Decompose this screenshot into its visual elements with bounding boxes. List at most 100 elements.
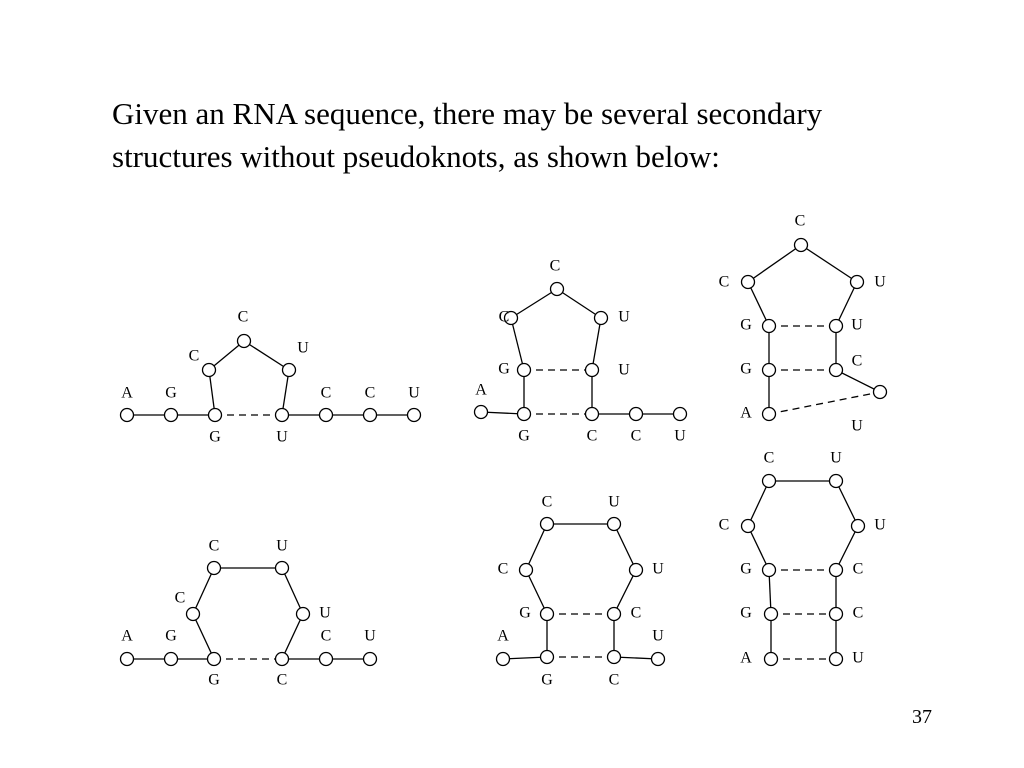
nucleotide-node — [516, 362, 532, 378]
nucleotide-label: C — [853, 605, 864, 622]
backbone-bond — [480, 411, 525, 415]
nucleotide-node — [740, 518, 756, 534]
nucleotide-node — [518, 562, 534, 578]
nucleotide-label: C — [498, 561, 509, 578]
nucleotide-label: C — [631, 428, 642, 445]
nucleotide-node — [362, 651, 378, 667]
nucleotide-node — [274, 407, 290, 423]
backbone-bond — [243, 340, 290, 371]
nucleotide-node — [740, 274, 756, 290]
nucleotide-node — [274, 651, 290, 667]
nucleotide-label: C — [209, 538, 220, 555]
nucleotide-node — [606, 516, 622, 532]
nucleotide-node — [606, 606, 622, 622]
nucleotide-label: U — [652, 561, 664, 578]
nucleotide-label: U — [852, 650, 864, 667]
backbone-bond — [556, 288, 602, 319]
backbone-bond — [747, 281, 770, 327]
nucleotide-node — [406, 407, 422, 423]
nucleotide-label: U — [276, 538, 288, 555]
nucleotide-node — [828, 651, 844, 667]
nucleotide-label: A — [121, 628, 133, 645]
backbone-bond — [613, 656, 659, 660]
nucleotide-label: C — [852, 353, 863, 370]
backbone-bond — [768, 569, 772, 615]
backbone-bond — [747, 480, 770, 527]
nucleotide-label: U — [618, 362, 630, 379]
nucleotide-label: C — [499, 309, 510, 326]
backbone-bond — [281, 613, 304, 660]
nucleotide-label: G — [165, 385, 177, 402]
nucleotide-node — [295, 606, 311, 622]
slide-body-text: Given an RNA sequence, there may be seve… — [112, 92, 932, 178]
nucleotide-node — [650, 651, 666, 667]
nucleotide-node — [539, 649, 555, 665]
nucleotide-label: U — [276, 429, 288, 446]
nucleotide-node — [793, 237, 809, 253]
nucleotide-label: G — [740, 317, 752, 334]
nucleotide-node — [849, 274, 865, 290]
nucleotide-node — [761, 473, 777, 489]
nucleotide-label: C — [795, 213, 806, 230]
nucleotide-node — [584, 406, 600, 422]
nucleotide-label: G — [740, 561, 752, 578]
nucleotide-label: U — [319, 605, 331, 622]
backbone-bond — [208, 340, 245, 371]
nucleotide-node — [495, 651, 511, 667]
nucleotide-label: C — [238, 309, 249, 326]
base-pair-bond — [768, 391, 881, 415]
nucleotide-node — [761, 362, 777, 378]
nucleotide-label: G — [209, 429, 221, 446]
nucleotide-label: G — [208, 672, 220, 689]
nucleotide-node — [503, 310, 519, 326]
nucleotide-node — [628, 562, 644, 578]
nucleotide-label: C — [631, 605, 642, 622]
nucleotide-node — [119, 651, 135, 667]
nucleotide-node — [872, 384, 888, 400]
nucleotide-label: C — [542, 494, 553, 511]
nucleotide-label: C — [587, 428, 598, 445]
page-number: 37 — [912, 706, 932, 728]
nucleotide-node — [828, 362, 844, 378]
backbone-bond — [835, 525, 859, 571]
nucleotide-node — [281, 362, 297, 378]
nucleotide-node — [516, 406, 532, 422]
nucleotide-node — [318, 651, 334, 667]
backbone-bond — [192, 567, 215, 615]
backbone-bond — [747, 525, 770, 571]
nucleotide-label: G — [165, 628, 177, 645]
nucleotide-label: U — [408, 385, 420, 402]
nucleotide-label: C — [719, 517, 730, 534]
nucleotide-label: C — [175, 590, 186, 607]
nucleotide-label: G — [518, 428, 530, 445]
nucleotide-label: U — [652, 628, 664, 645]
backbone-bond — [281, 567, 304, 615]
backbone-bond — [502, 656, 548, 660]
backbone-bond — [591, 317, 602, 371]
nucleotide-node — [201, 362, 217, 378]
nucleotide-label: C — [719, 274, 730, 291]
backbone-bond — [192, 613, 215, 660]
nucleotide-node — [539, 606, 555, 622]
nucleotide-label: C — [609, 672, 620, 689]
nucleotide-node — [763, 606, 779, 622]
backbone-bond — [613, 569, 637, 615]
nucleotide-label: A — [121, 385, 133, 402]
nucleotide-label: C — [853, 561, 864, 578]
backbone-bond — [835, 281, 858, 327]
nucleotide-label: U — [608, 494, 620, 511]
nucleotide-node — [274, 560, 290, 576]
nucleotide-label: G — [541, 672, 553, 689]
nucleotide-node — [761, 406, 777, 422]
nucleotide-node — [850, 518, 866, 534]
nucleotide-label: U — [851, 317, 863, 334]
nucleotide-label: C — [321, 385, 332, 402]
nucleotide-label: C — [277, 672, 288, 689]
nucleotide-label: G — [740, 605, 752, 622]
nucleotide-node — [828, 606, 844, 622]
